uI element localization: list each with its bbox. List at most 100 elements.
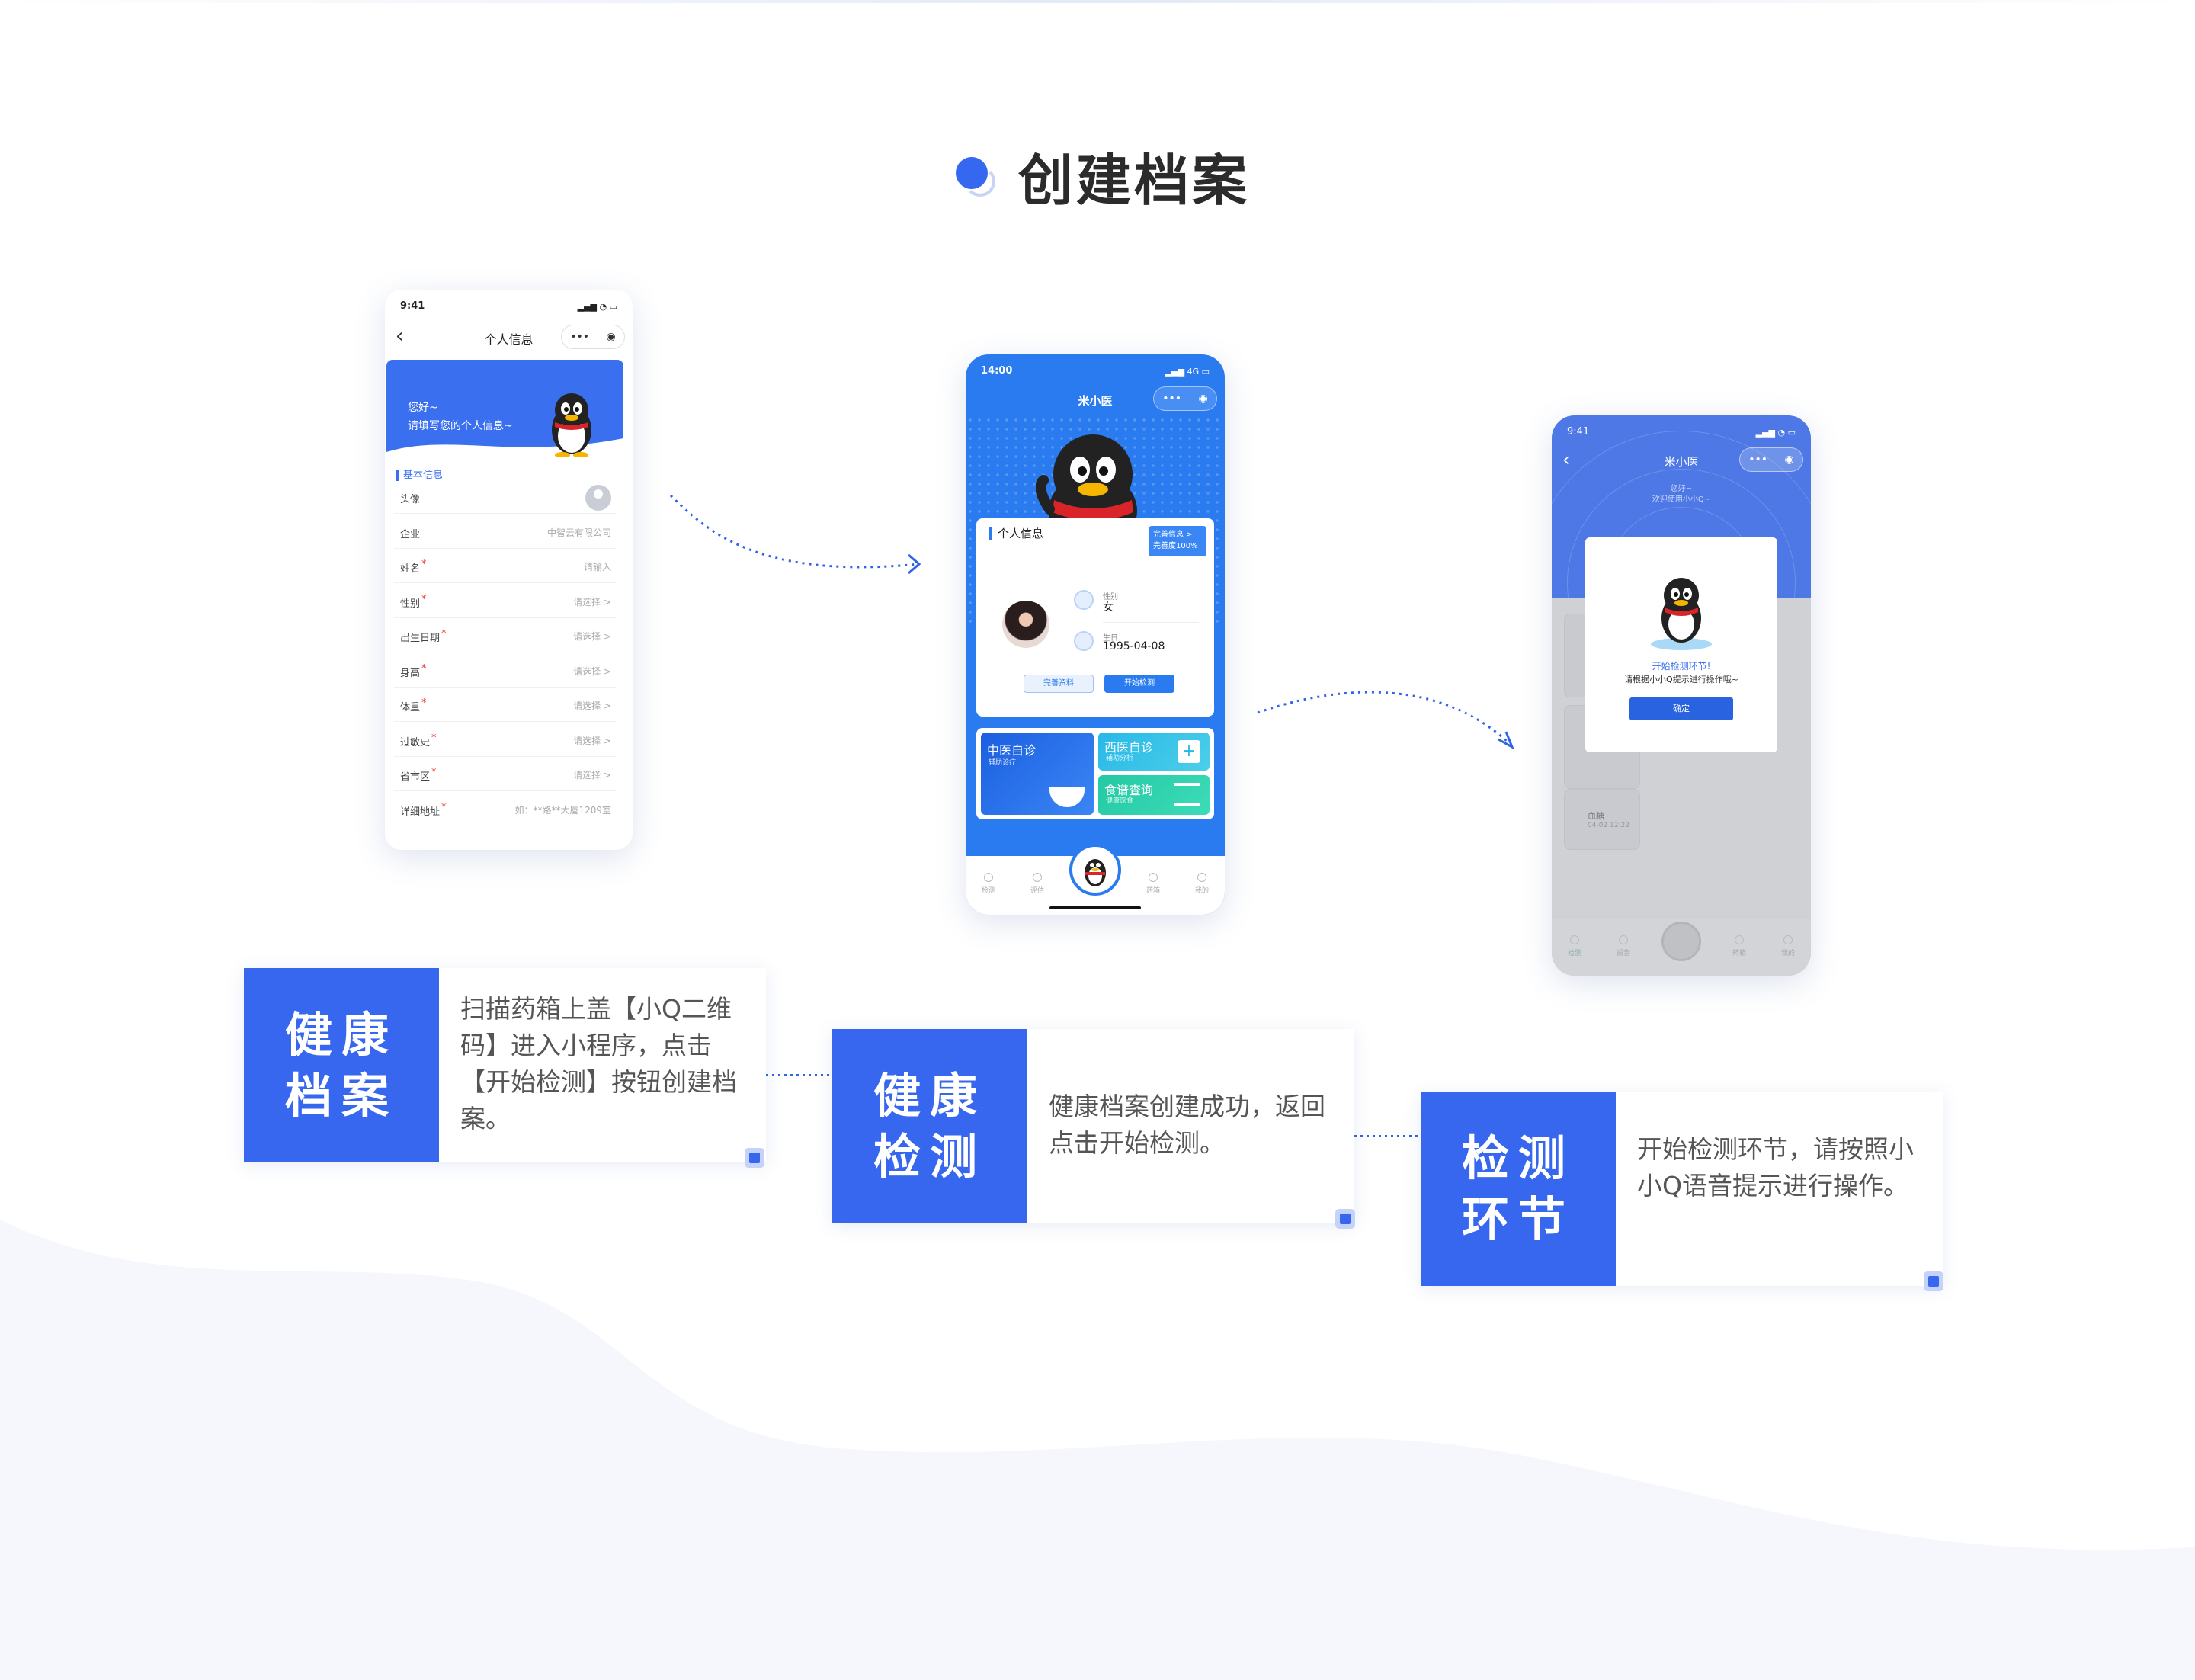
birth-value: 1995-04-08 xyxy=(1103,640,1165,652)
tab-mine[interactable]: 我的 xyxy=(1773,935,1803,957)
tab-evaluate[interactable]: 评估 xyxy=(1022,873,1053,895)
top-divider xyxy=(0,0,2195,3)
form-row[interactable]: 省市区*请选择 > xyxy=(394,758,616,791)
tile-tcm[interactable]: 中医自诊辅助诊疗 xyxy=(981,733,1094,815)
avatar-placeholder-icon[interactable] xyxy=(585,485,611,511)
status-bar-time: 9:41 xyxy=(400,300,425,312)
status-bar-icons: ▂▄▆ ◔ ▭ xyxy=(1755,428,1796,438)
form-row[interactable]: 体重* 请选择 > xyxy=(394,688,616,722)
nav-title: 米小医 xyxy=(1078,394,1113,408)
form-row[interactable]: 出生日期*请选择 > xyxy=(394,619,616,652)
section-basic-info: 基本信息 xyxy=(396,470,443,481)
birth-key: 生日 xyxy=(1103,634,1118,643)
tab-medbox[interactable]: 药箱 xyxy=(1138,873,1168,895)
tab-medbox[interactable]: 药箱 xyxy=(1724,935,1754,957)
card-title: 个人信息 xyxy=(989,527,1043,540)
form-row-label: 姓名 xyxy=(400,563,421,575)
phone-home: 14:00 ▂▄▆ 4G ▭ 米小医 ••• ◉ 个人信息 完善信息 >完善度10… xyxy=(966,354,1225,915)
more-icon[interactable]: ••• xyxy=(1162,393,1182,405)
form-row-label: 出生日期 xyxy=(400,633,441,644)
tab-detect[interactable]: 检测 xyxy=(1559,935,1590,957)
tab-report[interactable]: 报告 xyxy=(1608,935,1639,957)
form-row-value: 请选择 > xyxy=(573,701,611,711)
form-row-value: 请选择 > xyxy=(573,596,611,608)
status-bar-signal: ▂▄▆ 4G ▭ xyxy=(1165,367,1210,377)
greeting-line2: 请填写您的个人信息~ xyxy=(408,420,513,432)
ghost-card: 血糖 04-02 12:22 xyxy=(1564,789,1640,850)
form-row[interactable]: 头像 xyxy=(394,480,616,514)
medkit-icon: + xyxy=(1178,740,1200,763)
form-row-label: 头像 xyxy=(400,494,421,505)
perfect-profile-button[interactable]: 完善资料 xyxy=(1024,675,1094,693)
perfect-info-button[interactable]: 完善信息 >完善度100% xyxy=(1149,526,1206,556)
more-capsule[interactable]: ••• ◉ xyxy=(1153,386,1217,411)
penguin-icon xyxy=(1085,859,1106,886)
form-row-value: 请输入 xyxy=(583,562,611,572)
step-label-text: 健康档案 xyxy=(284,1006,398,1124)
center-penguin-button[interactable] xyxy=(1661,922,1701,961)
feature-tiles: 中医自诊辅助诊疗 西医自诊辅助分析 + 食谱查询健康饮食 xyxy=(976,728,1214,819)
center-penguin-button[interactable] xyxy=(1069,844,1121,896)
required-mark: * xyxy=(431,767,437,778)
form-row[interactable]: 性别*请选择 > xyxy=(394,585,616,618)
greeting-banner: 您好~ 请填写您的个人信息~ xyxy=(386,360,623,459)
required-mark: * xyxy=(421,662,427,675)
form-row[interactable]: 企业中智云有限公司 xyxy=(394,515,616,549)
form-row[interactable]: 身高*请选择 > xyxy=(394,654,616,688)
form-row-label: 体重 xyxy=(400,702,421,713)
more-icon[interactable]: ••• xyxy=(570,331,590,343)
gender-icon xyxy=(1074,590,1094,610)
bowl-icon xyxy=(1049,787,1085,807)
form-row-label: 企业 xyxy=(400,528,421,540)
target-icon[interactable]: ◉ xyxy=(606,331,616,343)
form-row-label: 省市区 xyxy=(400,771,431,783)
penguin-mascot-icon xyxy=(1036,434,1137,534)
form-row[interactable]: 姓名*请输入 xyxy=(394,550,616,583)
more-capsule[interactable]: ••• ◉ xyxy=(561,325,625,349)
required-mark: * xyxy=(421,697,427,709)
step-card-health-record: 健康档案 扫描药箱上盖【小Q二维码】进入小程序，点击【开始检测】按钮创建档案。 xyxy=(244,968,766,1168)
form-row-value: 请选择 > xyxy=(573,665,611,677)
personal-info-card: 个人信息 完善信息 >完善度100% 性别 女 生日 1995-04-08 完善… xyxy=(976,518,1214,717)
more-capsule[interactable]: ••• ◉ xyxy=(1739,447,1803,472)
nav-title: 米小医 xyxy=(1664,455,1699,469)
tab-detect[interactable]: 检测 xyxy=(973,873,1004,895)
required-mark: * xyxy=(441,628,447,640)
penguin-mascot-icon xyxy=(552,393,591,457)
step-label: 健康档案 xyxy=(244,968,439,1162)
back-icon[interactable]: ‹ xyxy=(396,325,404,348)
tile-western[interactable]: 西医自诊辅助分析 + xyxy=(1098,733,1210,771)
form-row[interactable]: 过敏史*请选择 > xyxy=(394,723,616,757)
phone-personal-info: 9:41 ▂▄▆ ◔ ▭ ‹ 个人信息 •••◉ 您好~ 请填写您的个人信息~ … xyxy=(385,290,633,850)
tab-mine[interactable]: 我的 xyxy=(1187,873,1217,895)
corner-square-icon xyxy=(1924,1271,1943,1291)
ghost-label: 血糖 xyxy=(1588,811,1604,821)
step-description: 健康档案创建成功，返回点击开始检测。 xyxy=(1049,1092,1325,1158)
corner-square-icon xyxy=(745,1148,764,1168)
step-label-text: 检测环节 xyxy=(1461,1130,1575,1247)
hello-text: 您好~欢迎使用小小Q~ xyxy=(1652,485,1711,504)
form-row-label: 详细地址 xyxy=(400,806,441,818)
nav-bar: ‹ 个人信息 •••◉ xyxy=(385,320,633,354)
confirm-button[interactable]: 确定 xyxy=(1629,697,1733,720)
birthday-icon xyxy=(1074,631,1094,651)
form-row-label: 性别 xyxy=(400,598,421,610)
section-title: 创建档案 xyxy=(953,137,1250,213)
back-icon[interactable]: ‹ xyxy=(1562,449,1570,470)
target-icon[interactable]: ◉ xyxy=(1198,393,1208,405)
required-mark: * xyxy=(441,801,447,813)
target-icon[interactable]: ◉ xyxy=(1784,454,1794,466)
more-icon[interactable]: ••• xyxy=(1748,454,1768,466)
gender-key: 性别 xyxy=(1103,593,1118,601)
food-icon xyxy=(1174,783,1200,806)
tile-recipe[interactable]: 食谱查询健康饮食 xyxy=(1098,775,1210,815)
step-card-health-detect: 健康检测 健康档案创建成功，返回点击开始检测。 xyxy=(832,1029,1355,1229)
status-bar-time: 14:00 xyxy=(981,365,1013,377)
step-label: 健康检测 xyxy=(832,1029,1027,1223)
form-row[interactable]: 详细地址* 如：**路**大厦1209室 xyxy=(394,793,616,826)
form-row-value: 如：**路**大厦1209室 xyxy=(514,804,611,816)
title-bullet-icon xyxy=(953,152,998,198)
step-label: 检测环节 xyxy=(1421,1092,1616,1286)
start-detect-button[interactable]: 开始检测 xyxy=(1104,675,1174,693)
modal-message: 请根据小小Q提示进行操作哦~ xyxy=(1624,675,1738,685)
